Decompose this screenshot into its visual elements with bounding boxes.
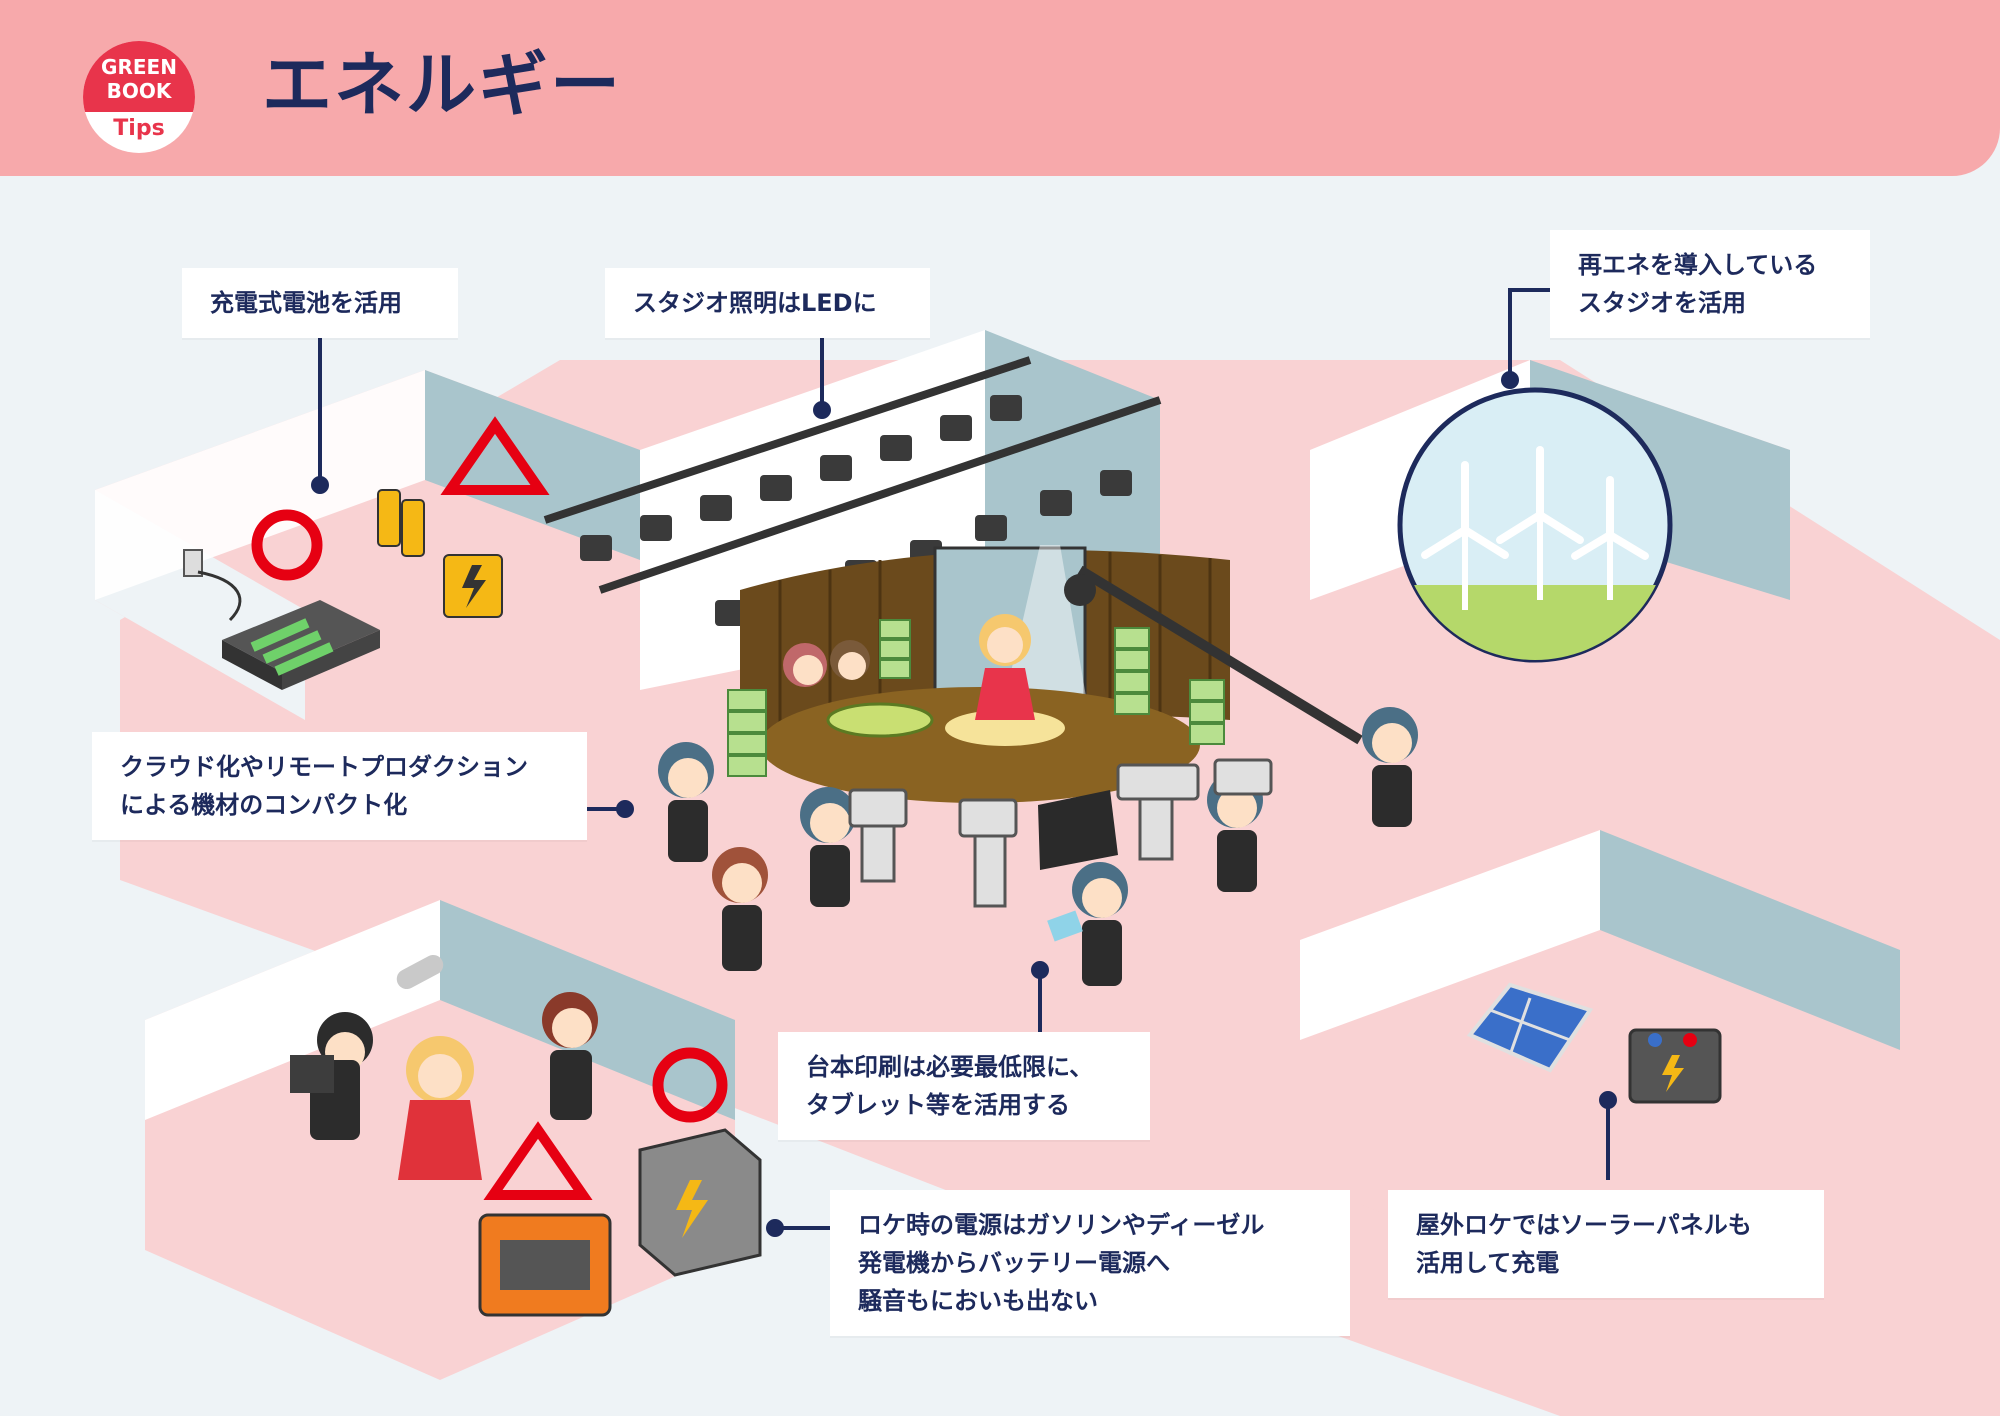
studio-camera [848, 758, 1273, 908]
green-book-tips-badge: GREEN BOOK Tips [83, 41, 195, 153]
presenter-figure [975, 614, 1035, 720]
camera-operator [290, 1012, 373, 1140]
lighting-rail [543, 356, 1032, 524]
badge-line2: BOOK [107, 79, 173, 103]
callout-line: タブレット等を活用する [806, 1091, 1070, 1119]
callout-line: による機材のコンパクト化 [120, 791, 408, 819]
solar-room [1300, 830, 1900, 1300]
callout-renewable-studio: 再エネを導入している スタジオを活用 [1550, 230, 1870, 338]
callout-line: スタジオ照明はLEDに [633, 289, 877, 317]
callout-cloud-remote-production: クラウド化やリモートプロダクション による機材のコンパクト化 [92, 732, 587, 840]
callout-location-battery-power: ロケ時の電源はガソリンやディーゼル 発電機からバッテリー電源へ 騒音もにおいも出… [830, 1190, 1350, 1336]
page-title: エネルギー [262, 44, 622, 126]
callout-line: クラウド化やリモートプロダクション [120, 753, 528, 781]
header-bar [0, 0, 2000, 176]
callout-tablet-scripts: 台本印刷は必要最低限に、 タブレット等を活用する [778, 1032, 1150, 1140]
callout-led-lighting: スタジオ照明はLEDに [605, 268, 930, 338]
callout-line: 騒音もにおいも出ない [858, 1287, 1098, 1315]
badge-line1: GREEN [101, 55, 177, 79]
leader-lines [311, 288, 1617, 1237]
portable-battery-icon [638, 1128, 762, 1277]
location-room [145, 900, 762, 1380]
callout-line: 再エネを導入している [1578, 251, 1818, 279]
callout-line: 充電式電池を活用 [210, 289, 402, 317]
monitor [1038, 790, 1118, 870]
callout-line: 台本印刷は必要最低限に、 [806, 1053, 1094, 1081]
generator-icon [478, 1213, 612, 1317]
lighting-rail [598, 396, 1162, 594]
callout-line: 屋外ロケではソーラーパネルも [1416, 1211, 1752, 1239]
audio-operator [542, 992, 598, 1120]
callout-line: 活用して充電 [1416, 1249, 1560, 1277]
solar-panel-icon [1466, 982, 1594, 1073]
callout-line: スタジオを活用 [1578, 289, 1746, 317]
renewable-room [1310, 360, 1790, 663]
callout-solar-panels: 屋外ロケではソーラーパネルも 活用して充電 [1388, 1190, 1824, 1298]
battery-icon [377, 489, 503, 618]
badge-line3: Tips [113, 116, 164, 141]
battery-room [95, 370, 640, 720]
main-studio [543, 330, 1418, 986]
boom-mic [396, 954, 444, 990]
reporter-figure [398, 1036, 482, 1180]
callout-line: 発電機からバッテリー電源へ [858, 1249, 1170, 1277]
callout-line: ロケ時の電源はガソリンやディーゼル [858, 1211, 1265, 1239]
camera-crane [1077, 565, 1363, 745]
callout-rechargeable-batteries: 充電式電池を活用 [182, 268, 458, 338]
car-battery-icon [1628, 1028, 1722, 1104]
